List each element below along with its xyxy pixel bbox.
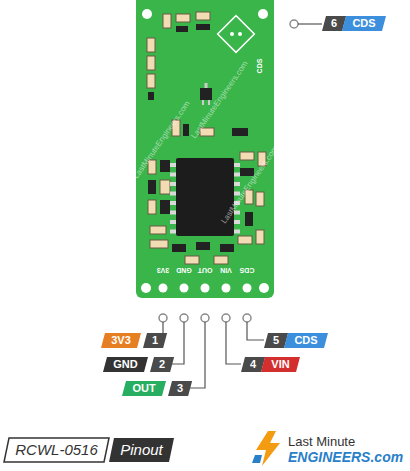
smd-component bbox=[196, 12, 210, 20]
smd-component bbox=[196, 24, 210, 30]
pin-holes bbox=[159, 284, 252, 293]
logo-icon bbox=[252, 431, 280, 466]
silkscreen-label: GND bbox=[176, 267, 192, 274]
callout-number: 4 bbox=[241, 357, 265, 372]
title-text: Pinout bbox=[109, 438, 174, 462]
smd-component bbox=[147, 74, 155, 88]
pin-label: CDS bbox=[342, 16, 386, 31]
smd-component bbox=[238, 236, 252, 244]
label-text: CDS bbox=[342, 16, 386, 31]
smd-component bbox=[256, 192, 264, 206]
pin-label: OUT bbox=[122, 381, 166, 396]
silkscreen-label: CDS bbox=[240, 267, 255, 274]
ic-pin bbox=[234, 173, 240, 177]
title-box: RCWL-0516 bbox=[4, 438, 109, 462]
callout-number: 2 bbox=[150, 357, 174, 372]
silkscreen-label: CDS bbox=[256, 59, 263, 74]
smd-component bbox=[147, 56, 155, 70]
transistor bbox=[200, 83, 212, 105]
smd-component bbox=[148, 200, 156, 214]
label-text: 4 bbox=[241, 357, 265, 372]
smd-component bbox=[172, 244, 186, 252]
ic-pin bbox=[234, 230, 240, 234]
label-text: 2 bbox=[150, 357, 174, 372]
smd-component bbox=[160, 200, 170, 214]
smd-component bbox=[214, 256, 228, 264]
callout-number: 6 bbox=[322, 16, 346, 31]
ic-pin bbox=[234, 220, 240, 224]
label-text: 1 bbox=[143, 333, 167, 348]
pin-label: GND bbox=[103, 357, 148, 372]
title-text: RCWL-0516 bbox=[4, 438, 109, 462]
smd-component bbox=[150, 240, 168, 248]
label-text: GND bbox=[103, 357, 148, 372]
smd-component bbox=[163, 14, 171, 28]
pin-markers bbox=[159, 20, 298, 322]
label-text: 3V3 bbox=[101, 333, 141, 348]
callout-number: 5 bbox=[264, 333, 288, 348]
silkscreen-label: OUT bbox=[198, 267, 213, 274]
ic-pin bbox=[234, 163, 240, 167]
silkscreen-label: VIN bbox=[220, 267, 232, 274]
smd-component bbox=[176, 26, 188, 32]
ic-chip bbox=[170, 158, 240, 236]
ic-pin bbox=[170, 192, 176, 196]
smd-component bbox=[148, 180, 156, 194]
smd-component bbox=[148, 92, 154, 100]
logo-text: Last Minute bbox=[288, 435, 355, 448]
silkscreen-label: 3V3 bbox=[157, 267, 169, 274]
label-text: 3 bbox=[168, 381, 192, 396]
smd-component bbox=[185, 256, 199, 264]
label-text: CDS bbox=[284, 333, 328, 348]
logo-text: ENGINEERS.com bbox=[288, 450, 403, 464]
label-text: 5 bbox=[264, 333, 288, 348]
title-box: Pinout bbox=[109, 438, 174, 462]
pin-label: CDS bbox=[284, 333, 328, 348]
ic-pin bbox=[170, 201, 176, 205]
smd-component bbox=[160, 180, 170, 194]
ic-pin bbox=[170, 230, 176, 234]
pin-label: VIN bbox=[261, 357, 300, 372]
smd-component bbox=[147, 38, 155, 52]
smd-component bbox=[245, 212, 253, 226]
label-text: VIN bbox=[261, 357, 300, 372]
ic-pin bbox=[170, 173, 176, 177]
ic-pin bbox=[170, 220, 176, 224]
label-text: 6 bbox=[322, 16, 346, 31]
smd-component bbox=[240, 152, 254, 160]
smd-component bbox=[176, 14, 190, 22]
ic-pin bbox=[170, 182, 176, 186]
ic-pin bbox=[170, 211, 176, 215]
ldr-sensor bbox=[218, 16, 255, 53]
mounting-holes bbox=[141, 9, 269, 293]
ic-pin bbox=[170, 163, 176, 167]
callout-number: 3 bbox=[168, 381, 192, 396]
pin-label: 3V3 bbox=[101, 333, 141, 348]
smd-component bbox=[183, 124, 189, 136]
smd-component bbox=[256, 230, 264, 244]
smd-component bbox=[220, 244, 234, 252]
smd-component bbox=[150, 226, 166, 234]
smd-component bbox=[196, 242, 210, 250]
smd-component bbox=[232, 128, 248, 136]
label-text: OUT bbox=[122, 381, 166, 396]
smd-component bbox=[160, 160, 170, 172]
callout-number: 1 bbox=[143, 333, 167, 348]
ic-pin bbox=[234, 182, 240, 186]
